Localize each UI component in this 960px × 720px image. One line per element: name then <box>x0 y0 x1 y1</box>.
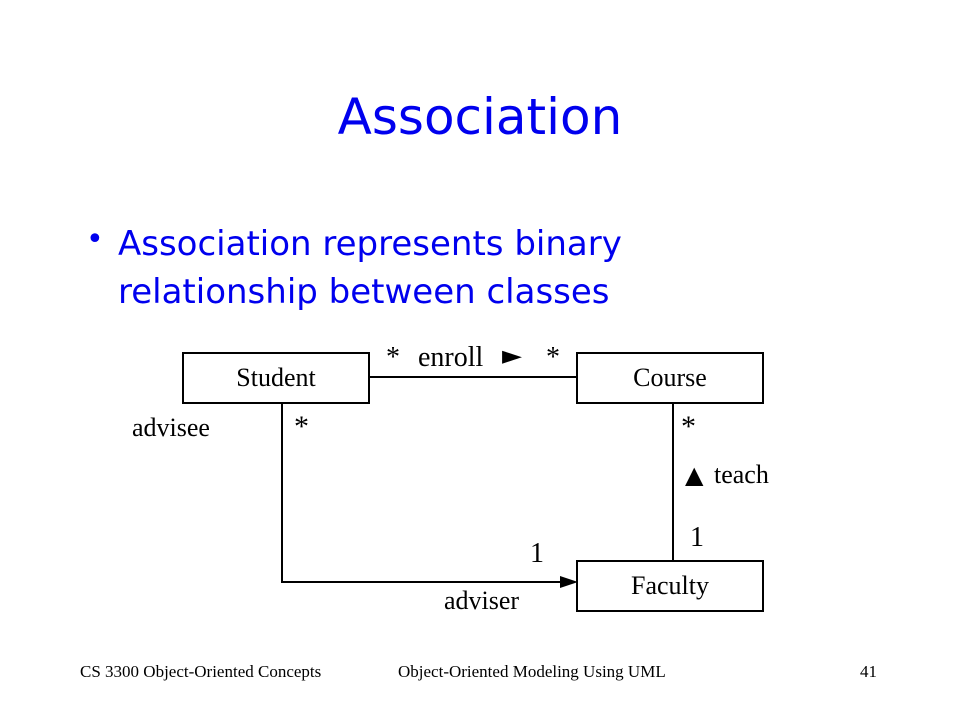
advise-mult-faculty: 1 <box>530 538 544 569</box>
teach-mult-course: * <box>681 410 696 443</box>
slide-title: Association <box>337 88 623 146</box>
advisee-role-label: advisee <box>132 413 210 442</box>
enroll-direction-icon: ► <box>502 341 522 371</box>
faculty-class-box: Faculty <box>576 560 764 612</box>
teach-label: teach <box>714 460 769 489</box>
teach-direction-icon: ▲ <box>685 461 704 489</box>
bullet-text: Association represents binary relationsh… <box>118 224 622 312</box>
bullet-marker: • <box>86 222 104 257</box>
teach-mult-faculty: 1 <box>690 522 704 553</box>
footer-course-name: CS 3300 Object-Oriented Concepts <box>80 662 322 681</box>
advise-arrowhead <box>560 576 578 588</box>
enroll-mult-course: * <box>546 342 560 373</box>
enroll-label: enroll <box>418 342 484 373</box>
adviser-role-label: adviser <box>444 586 520 615</box>
advise-mult-student: * <box>294 410 309 443</box>
footer-page-number: 41 <box>860 662 877 681</box>
advise-line <box>281 402 560 583</box>
enroll-mult-student: * <box>386 342 400 373</box>
course-class-box: Course <box>576 352 764 404</box>
student-class-box: Student <box>182 352 370 404</box>
footer-lecture-title: Object-Oriented Modeling Using UML <box>398 662 666 681</box>
